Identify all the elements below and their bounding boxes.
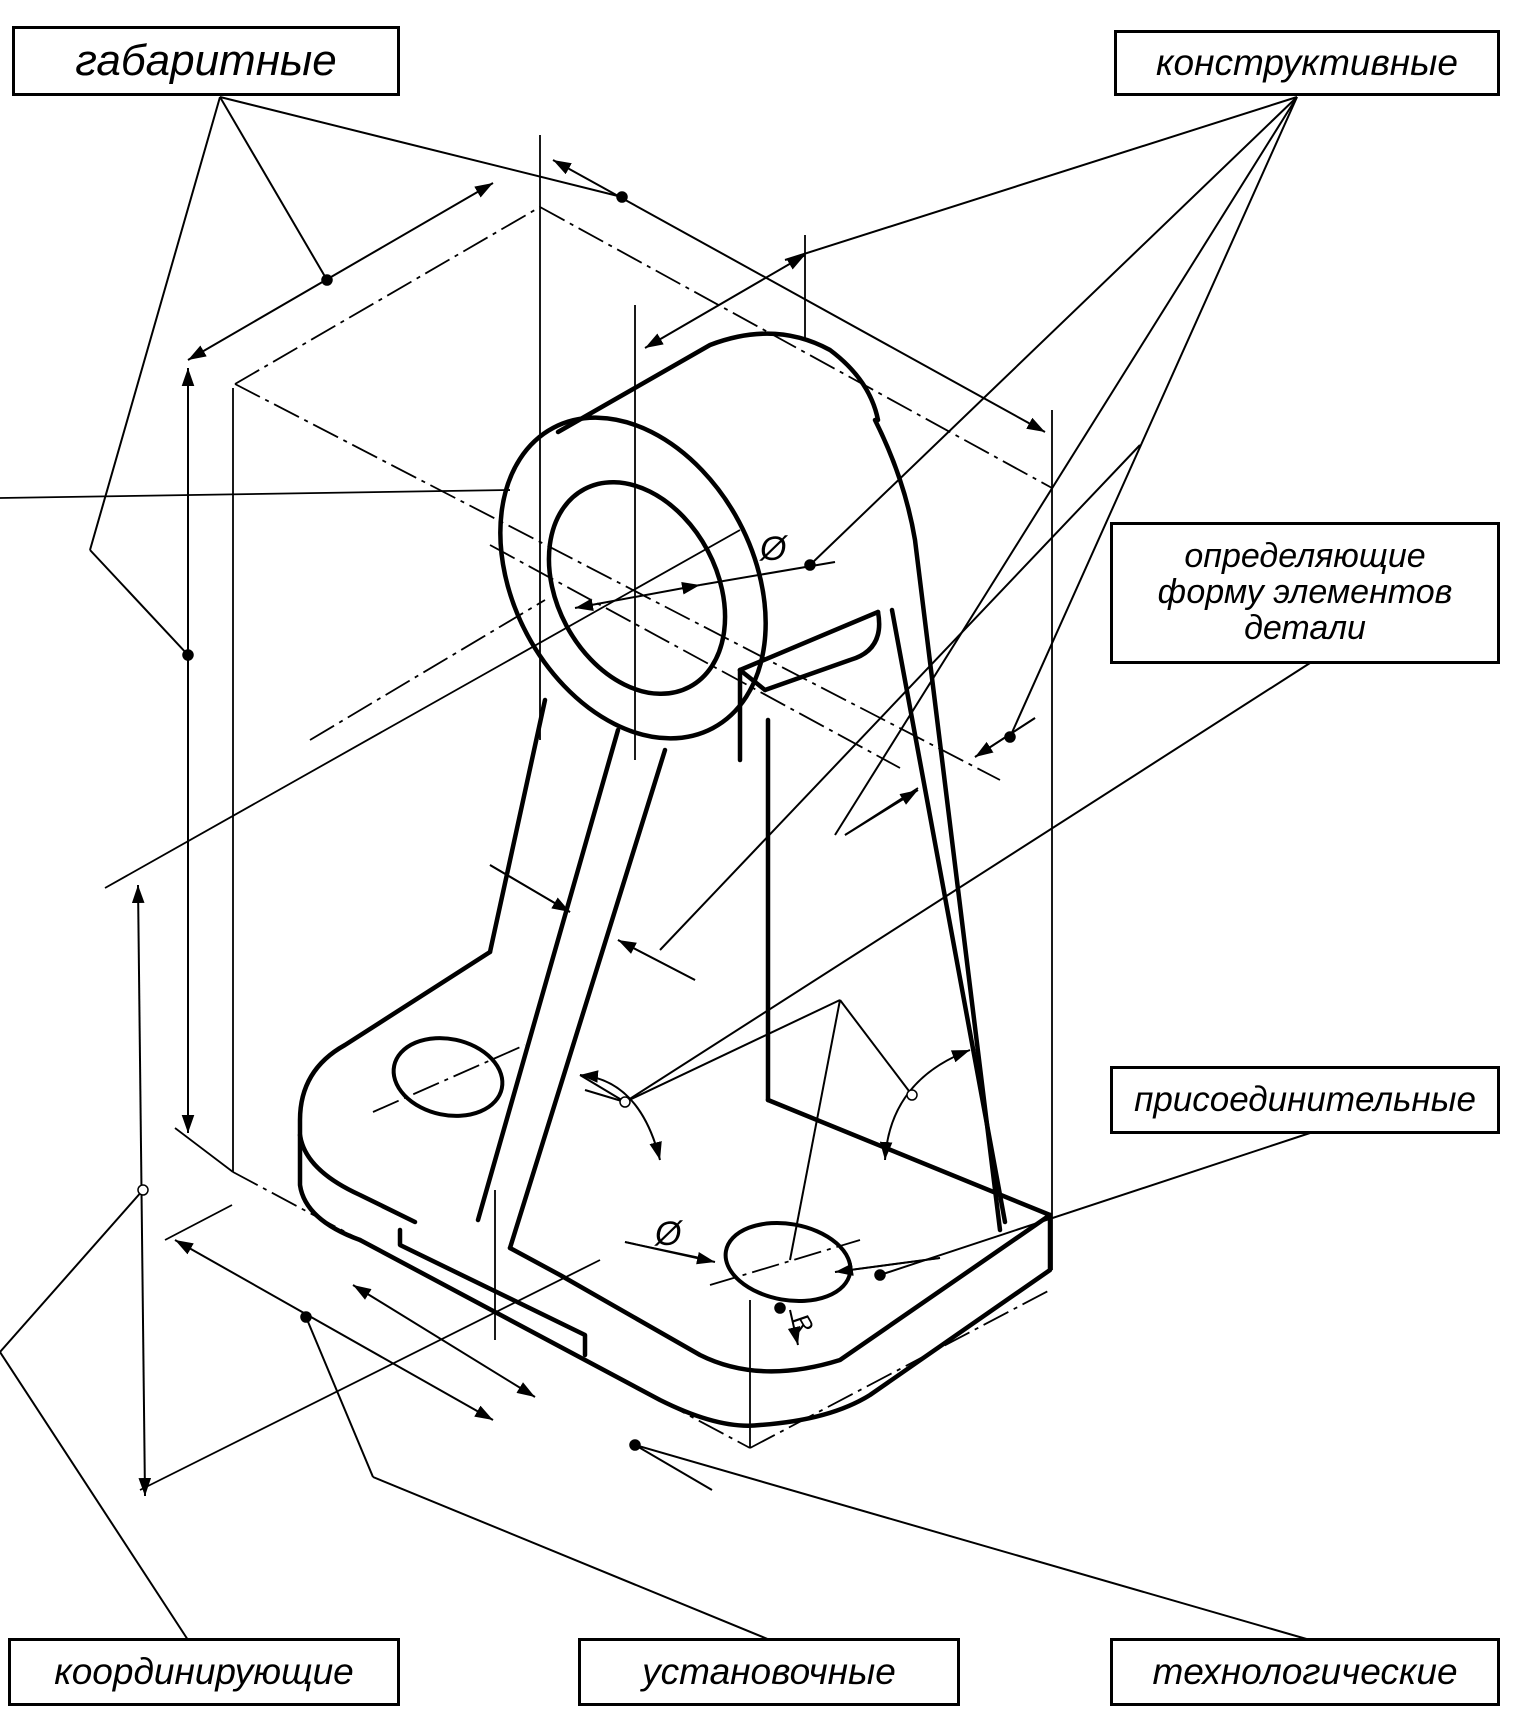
part-outline bbox=[297, 331, 1053, 1428]
label-tekhnologicheskie: технологические bbox=[1110, 1638, 1500, 1706]
base-plate-left-face bbox=[297, 1132, 363, 1243]
rib-left-edge bbox=[487, 697, 548, 955]
dim-bore-diameter bbox=[574, 582, 701, 611]
dim-web-thickness-a bbox=[844, 789, 919, 836]
label-opredelyayushchie: определяющие форму элементов детали bbox=[1110, 522, 1500, 664]
leader-lines bbox=[0, 96, 1311, 1641]
dim-hole-diameter-a bbox=[624, 1241, 716, 1265]
rib-right-outer bbox=[872, 417, 1003, 1233]
cylinder-bottom-edge bbox=[737, 667, 768, 693]
dim-angle-right bbox=[879, 1049, 971, 1161]
dim-groove bbox=[352, 1284, 536, 1398]
rib-front-left bbox=[475, 727, 621, 1223]
cylinder-outer-ellipse bbox=[498, 415, 768, 741]
label-prisoedinitelnye: присоединительные bbox=[1110, 1066, 1500, 1134]
left-mounting-hole bbox=[391, 1036, 505, 1118]
dim-radius bbox=[787, 1309, 801, 1346]
rib-front-right bbox=[507, 747, 668, 1251]
label-gabaritnye: габаритные bbox=[12, 26, 400, 96]
dim-rib-thickness-b bbox=[617, 939, 696, 981]
diameter-symbol-lower: Ø bbox=[654, 1215, 684, 1253]
label-konstruktivnye: конструктивные bbox=[1114, 30, 1500, 96]
label-koordiniruyushchie: координирующие bbox=[8, 1638, 400, 1706]
base-plate-front-edge bbox=[357, 1212, 1053, 1428]
rib-curve-notch bbox=[762, 609, 882, 693]
base-plate-upper-front-edge bbox=[507, 1212, 1053, 1374]
base-holes bbox=[391, 1036, 853, 1303]
thin-lines bbox=[0, 135, 1053, 1491]
cylinder-bore-ellipse bbox=[546, 479, 728, 697]
cylinder-boss bbox=[498, 415, 768, 741]
diameter-symbol-upper: Ø bbox=[759, 530, 789, 568]
base-plate-top-edge bbox=[297, 949, 493, 1225]
rib-right-inner bbox=[889, 607, 1008, 1225]
dim-overall-length bbox=[187, 182, 494, 361]
base-plate-step bbox=[397, 1227, 588, 1358]
leader-dots bbox=[137, 191, 1016, 1451]
label-ustanovochnye: установочные bbox=[578, 1638, 960, 1706]
dim-rib-thickness-a bbox=[489, 864, 571, 913]
dim-cylinder-length bbox=[644, 254, 806, 349]
